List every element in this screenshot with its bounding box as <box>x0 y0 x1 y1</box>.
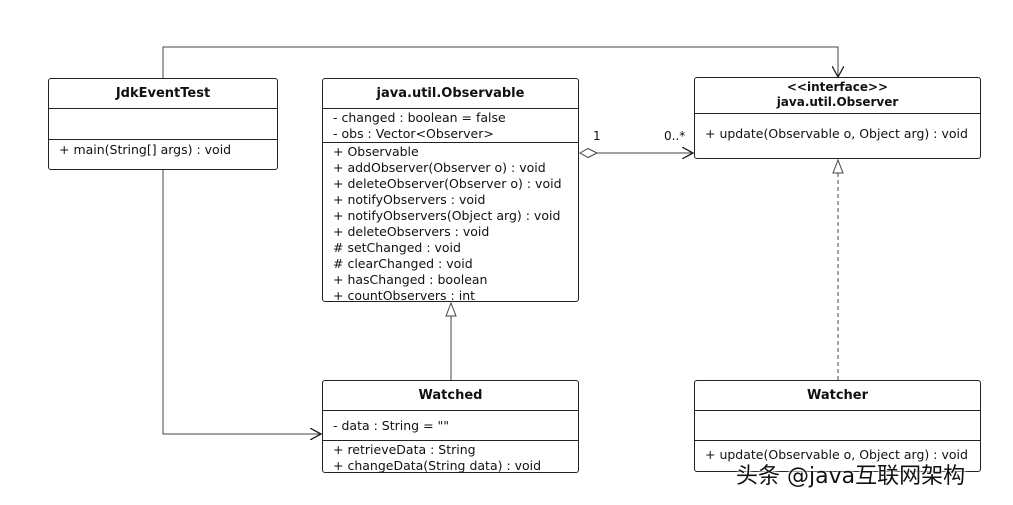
attributes-section: - data : String = "" <box>323 411 578 441</box>
aggregation-diamond <box>578 147 599 159</box>
member-line: + changeData(String data) : void <box>333 458 542 473</box>
realization-arrowhead <box>832 158 844 174</box>
member-line: - obs : Vector<Observer> <box>333 126 494 141</box>
generalization-arrowhead <box>445 301 457 317</box>
stereotype-label: <<interface>> <box>786 80 889 94</box>
member-line: + Observable <box>333 144 419 159</box>
member-line: + countObservers : int <box>333 288 476 303</box>
operations-section: + main(String[] args) : void <box>49 140 277 159</box>
operations-section: + update(Observable o, Object arg) : voi… <box>695 441 980 464</box>
class-name: JdkEventTest <box>49 79 277 109</box>
association-source-multiplicity: 1 <box>593 129 601 143</box>
class-name: java.util.Observer <box>776 95 899 109</box>
class-jdkeventtest: JdkEventTest + main(String[] args) : voi… <box>48 78 278 170</box>
association-target-multiplicity: 0..* <box>664 129 686 143</box>
member-line: + update(Observable o, Object arg) : voi… <box>705 126 968 141</box>
member-line: + notifyObservers(Object arg) : void <box>333 208 561 223</box>
interface-observer: <<interface>> java.util.Observer + updat… <box>694 77 981 159</box>
interface-header: <<interface>> java.util.Observer <box>695 78 980 114</box>
dependency-jdkeventtest-to-observer <box>162 46 838 78</box>
attributes-section: - changed : boolean = false- obs : Vecto… <box>323 109 578 143</box>
member-line: + main(String[] args) : void <box>59 142 232 157</box>
member-line: - data : String = "" <box>333 418 450 433</box>
operations-section: + Observable+ addObserver(Observer o) : … <box>323 143 578 305</box>
class-observable: java.util.Observable - changed : boolean… <box>322 78 579 305</box>
member-line: + update(Observable o, Object arg) : voi… <box>705 447 968 462</box>
dependency-jdkeventtest-to-watched <box>162 170 321 434</box>
member-line: + hasChanged : boolean <box>333 272 488 287</box>
member-line: # setChanged : void <box>333 240 461 255</box>
class-name: Watcher <box>695 381 980 411</box>
class-name: Watched <box>323 381 578 411</box>
operations-section: + update(Observable o, Object arg) : voi… <box>695 114 980 143</box>
attributes-section <box>695 411 980 441</box>
class-watched: Watched - data : String = "" + retrieveD… <box>322 380 579 473</box>
member-line: + retrieveData : String <box>333 442 476 457</box>
member-line: + addObserver(Observer o) : void <box>333 160 546 175</box>
attributes-section <box>49 109 277 140</box>
member-line: + notifyObservers : void <box>333 192 486 207</box>
member-line: - changed : boolean = false <box>333 110 506 125</box>
operations-section: + retrieveData : String+ changeData(Stri… <box>323 441 578 475</box>
member-line: # clearChanged : void <box>333 256 473 271</box>
member-line: + deleteObserver(Observer o) : void <box>333 176 562 191</box>
class-watcher: Watcher + update(Observable o, Object ar… <box>694 380 981 472</box>
class-name: java.util.Observable <box>323 79 578 109</box>
member-line: + deleteObservers : void <box>333 224 490 239</box>
watermark: 头条 @java互联网架构 <box>736 464 966 489</box>
